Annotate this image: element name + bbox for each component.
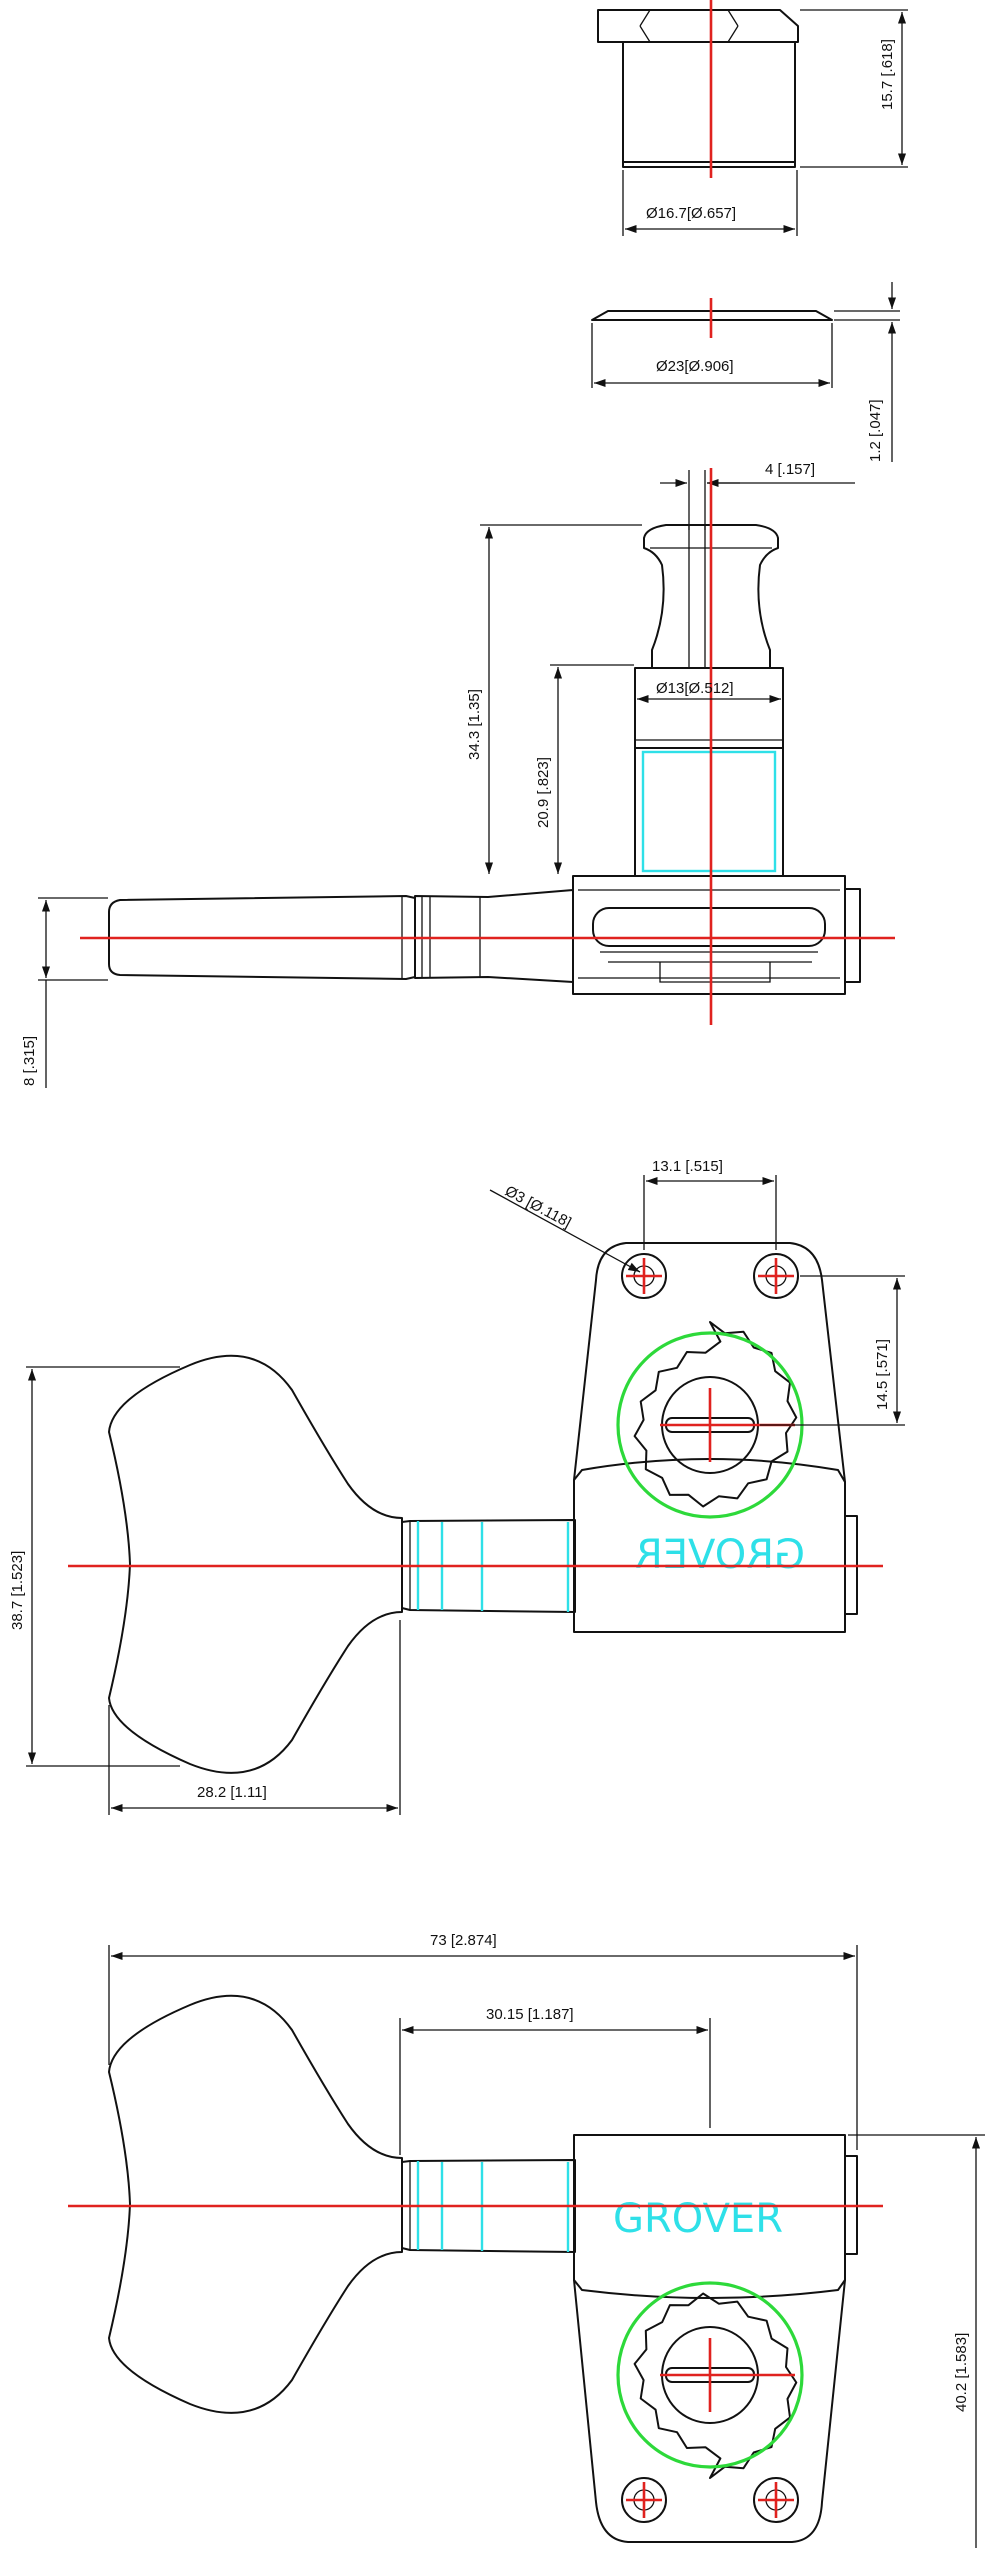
shaft-length-label: 30.15 [1.187] [486, 2006, 574, 2023]
screw-hole-label: Ø3 [Ø.118] [502, 1183, 574, 1232]
hex-nut-view: 15.7 [.618] Ø16.7[Ø.657] [597, 0, 908, 236]
tuner-side-view: 4 [.157] 34.3 [1.35] [21, 461, 895, 1088]
tuner-top-view-lower: GROVER 73 [2.874] 30.15 [1.187] 40.2 [1.… [68, 1932, 985, 2548]
key-height-label: 38.7 [1.523] [9, 1551, 26, 1630]
overall-height-label: 40.2 [1.583] [953, 2333, 970, 2412]
brand-logo-mirrored: GROVER [635, 1532, 805, 1578]
post-spacing-label: 13.1 [.515] [652, 1158, 723, 1175]
washer-diameter-label: Ø23[Ø.906] [656, 358, 734, 375]
post-height-label: 34.3 [1.35] [466, 689, 483, 760]
thread-height-label: 20.9 [.823] [535, 757, 552, 828]
hole-to-post-label: 14.5 [.571] [874, 1339, 891, 1410]
nut-height-label: 15.7 [.618] [879, 39, 896, 110]
washer-thickness-label: 1.2 [.047] [867, 399, 884, 462]
washer-view: 1.2 [.047] Ø23[Ø.906] [591, 282, 900, 462]
overall-length-label: 73 [2.874] [430, 1932, 497, 1949]
post-diameter-label: Ø13[Ø.512] [656, 680, 734, 697]
body-thickness-label: 8 [.315] [21, 1036, 38, 1086]
brand-logo: GROVER [613, 2196, 783, 2242]
tuner-top-view-upper: GROVER 13.1 [.515] Ø3 [Ø.118] 14.5 [.571… [9, 1158, 905, 1815]
nut-diameter-label: Ø16.7[Ø.657] [646, 205, 736, 222]
slot-width-label: 4 [.157] [765, 461, 815, 478]
key-width-label: 28.2 [1.11] [197, 1784, 267, 1801]
